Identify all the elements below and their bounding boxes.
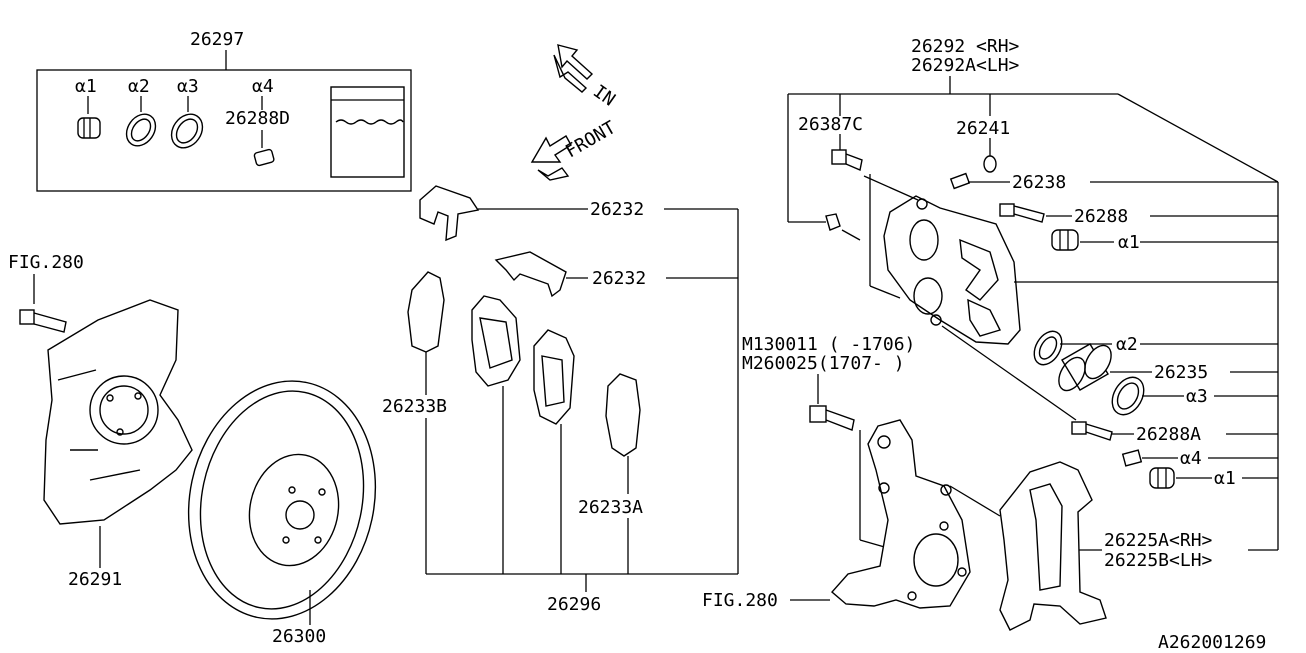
label-a1-top: α1 — [75, 76, 97, 97]
label-rotor: 26300 — [272, 626, 326, 647]
label-a1-r1: α1 — [1118, 232, 1140, 253]
cap-small-part — [825, 213, 841, 231]
dust-shield-group: FIG.280 26291 — [8, 252, 193, 590]
label-a3-r: α3 — [1186, 386, 1208, 407]
caliper-body-part — [883, 195, 1021, 345]
dust-shield-part — [43, 299, 193, 525]
piston-boot-part — [1111, 376, 1145, 416]
label-support-rh: 26225A<RH> — [1104, 530, 1213, 551]
disc-rotor-part — [187, 380, 377, 620]
label-bolt-m2: M260025(1707- ) — [742, 353, 905, 374]
label-pin: 26288 — [1074, 206, 1128, 227]
label-kit: 26297 — [190, 29, 244, 50]
dust-boot-part — [170, 113, 204, 149]
label-bolt-m1: M130011 ( -1706) — [742, 334, 915, 355]
kit-box — [36, 69, 412, 192]
steering-knuckle-part — [831, 419, 971, 609]
label-support-lh: 26225B<LH> — [1104, 550, 1213, 571]
diagram-id: A262001269 — [1158, 632, 1266, 653]
guide-pin-a-part — [1071, 421, 1113, 441]
knuckle-group: M130011 ( -1706) M260025(1707- ) FIG.280 — [702, 334, 1001, 611]
pad-group: 26232 26232 26233B 26233A 26296 — [382, 185, 739, 615]
piston-seal-right-part — [1033, 330, 1063, 366]
label-a2-r: α2 — [1116, 334, 1138, 355]
guide-pin-part — [999, 203, 1045, 223]
label-a4-r: α4 — [1180, 448, 1202, 469]
pad-outer — [471, 295, 521, 387]
label-clip1: 26232 — [590, 199, 644, 220]
label-bleeder: 26387C — [798, 114, 863, 135]
label-caliper-rh: 26292 <RH> — [911, 36, 1020, 57]
label-a2-top: α2 — [128, 76, 150, 97]
piston-part — [1058, 343, 1112, 392]
label-fig280-bottom: FIG.280 — [702, 590, 778, 611]
label-bleeder-screw: 26238 — [1012, 172, 1066, 193]
pad-shim-outer — [407, 271, 445, 353]
seal-kit-group: 26297 α1 α2 α3 α4 26288D — [36, 29, 412, 192]
label-shield: 26291 — [68, 569, 122, 590]
in-arrow-icon — [553, 44, 594, 93]
label-pad-b: 26233B — [382, 396, 447, 417]
pad-shim-inner — [605, 373, 641, 457]
bushing-part — [253, 148, 275, 167]
label-a3-top: α3 — [177, 76, 199, 97]
label-front: FRONT — [562, 117, 620, 162]
bushing-right-part — [1121, 449, 1143, 467]
label-a1-r2: α1 — [1214, 468, 1236, 489]
caliper-support-part — [999, 461, 1107, 631]
grease-pack — [330, 86, 405, 178]
label-clip2: 26232 — [592, 268, 646, 289]
label-a4-top: α4 — [252, 76, 274, 97]
shield-bolt — [19, 309, 67, 333]
label-pad-set: 26296 — [547, 594, 601, 615]
front-arrow-icon — [530, 135, 572, 181]
bleeder-screw-part — [949, 172, 971, 190]
bleeder-bolt-part — [831, 149, 863, 171]
pin-boot-2-part — [1149, 467, 1175, 489]
disc-rotor-group: 26300 — [187, 380, 377, 647]
label-piston: 26235 — [1154, 362, 1208, 383]
bleeder-cap-part — [983, 155, 997, 173]
boot-part — [77, 117, 101, 139]
label-cap: 26241 — [956, 118, 1010, 139]
pad-inner — [533, 329, 575, 425]
pad-clip-upper — [419, 185, 480, 242]
pin-boot-part — [1051, 229, 1079, 251]
pad-clip-lower — [494, 251, 567, 298]
label-caliper-lh: 26292A<LH> — [911, 55, 1020, 76]
label-in: IN — [589, 81, 619, 111]
knuckle-bolt-part — [809, 405, 855, 431]
label-pin-a: 26288A — [1136, 424, 1201, 445]
label-pad-a: 26233A — [578, 497, 643, 518]
label-fig280-top: FIG.280 — [8, 252, 84, 273]
caliper-group: 26292 <RH> 26292A<LH> 26387C 26241 26238 — [787, 36, 1279, 631]
direction-arrows: IN FRONT — [530, 44, 620, 181]
label-grease: 26288D — [225, 108, 290, 129]
piston-seal-part — [125, 113, 157, 147]
